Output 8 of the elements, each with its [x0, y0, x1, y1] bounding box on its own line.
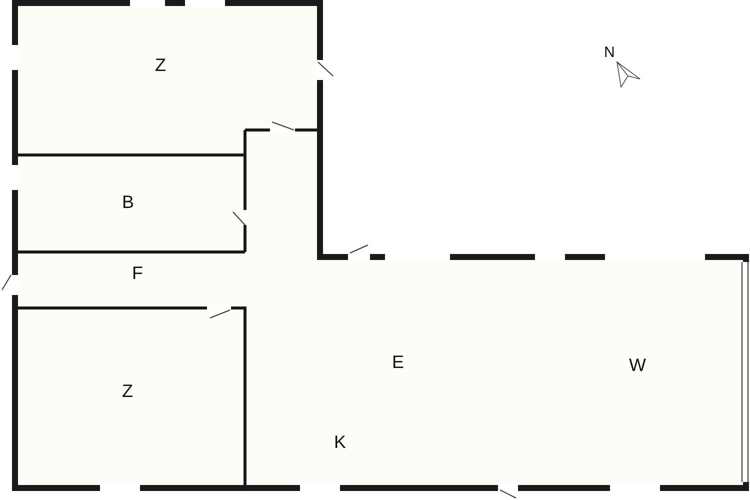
room-label: B [122, 193, 134, 211]
room-label: Z [155, 56, 166, 74]
room-label: E [392, 353, 404, 371]
room-label: Z [122, 382, 133, 400]
room-label: W [629, 356, 646, 374]
compass-label: N [604, 44, 615, 62]
room-label: F [132, 264, 143, 282]
room-label: K [334, 433, 346, 451]
